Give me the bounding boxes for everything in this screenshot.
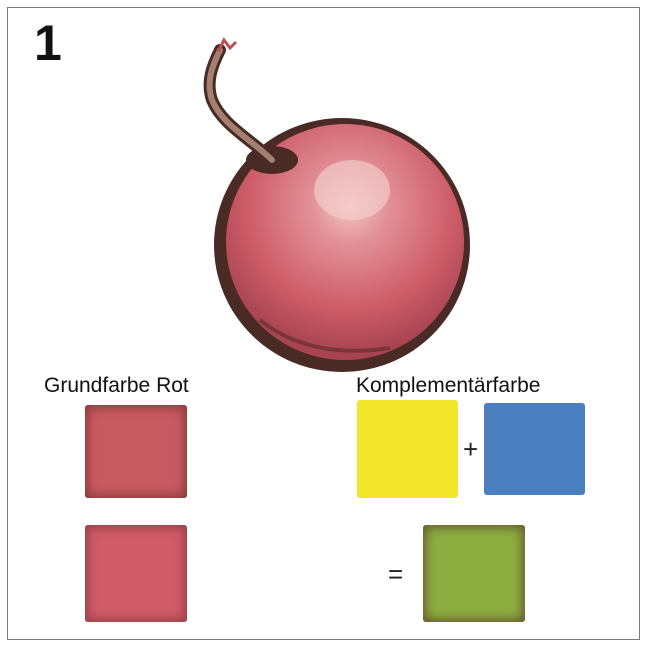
- equals-sign: =: [388, 561, 403, 587]
- stem-outline: [210, 50, 272, 160]
- blue-swatch: [484, 403, 585, 495]
- yellow-swatch: [357, 400, 458, 498]
- complementary-color-label: Komplementärfarbe: [356, 375, 540, 396]
- plate-number: 1: [34, 18, 62, 68]
- mixed-red-swatch: [85, 525, 187, 622]
- primary-red-swatch: [85, 405, 187, 498]
- plus-sign: +: [463, 436, 478, 462]
- fruit-illustration: [190, 30, 490, 375]
- fruit-highlight: [314, 160, 390, 220]
- green-result-swatch: [423, 525, 525, 622]
- primary-color-label: Grundfarbe Rot: [44, 375, 189, 396]
